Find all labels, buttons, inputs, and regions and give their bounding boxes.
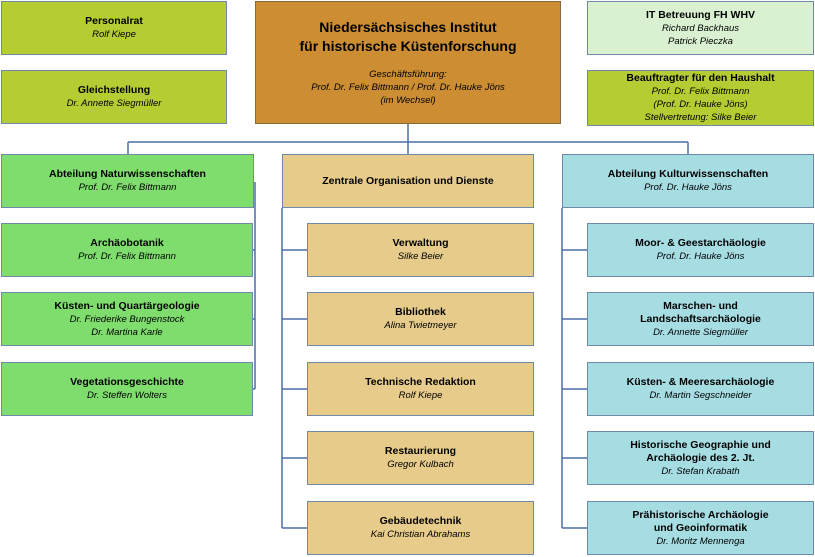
box-dept-zentrale: Zentrale Organisation und Dienste — [282, 154, 534, 208]
unit-historische-geographie: Historische Geographie und Archäologie d… — [587, 431, 814, 485]
gleichstellung-title: Gleichstellung — [77, 84, 151, 96]
institute-persons: Prof. Dr. Felix Bittmann / Prof. Dr. Hau… — [311, 82, 505, 93]
unit-person: Prof. Dr. Felix Bittmann — [78, 251, 176, 262]
unit-title: Vegetationsgeschichte — [70, 376, 184, 388]
unit-title: Küsten- und Quartärgeologie — [54, 299, 200, 312]
unit-gebaeudetechnik: Gebäudetechnik Kai Christian Abrahams — [307, 501, 534, 555]
unit-kuesten-quartaergeologie: Küsten- und Quartärgeologie Dr. Friederi… — [1, 292, 253, 346]
it-title: IT Betreuung FH WHV — [645, 8, 756, 21]
unit-person: Dr. Friederike Bungenstock Dr. Martina K… — [69, 313, 185, 338]
personalrat-person: Rolf Kiepe — [92, 29, 136, 40]
unit-praehistorische-archaeologie: Prähistorische Archäologie und Geoinform… — [587, 501, 814, 555]
dept-person: Prof. Dr. Hauke Jöns — [644, 182, 732, 193]
unit-verwaltung: Verwaltung Silke Beier — [307, 223, 534, 277]
unit-moor-geestarchaeologie: Moor- & Geestarchäologie Prof. Dr. Hauke… — [587, 223, 814, 277]
unit-person: Dr. Annette Siegmüller — [653, 326, 748, 338]
unit-person: Prof. Dr. Hauke Jöns — [656, 251, 745, 262]
unit-title: Archäobotanik — [90, 237, 164, 249]
box-dept-naturwissenschaften: Abteilung Naturwissenschaften Prof. Dr. … — [1, 154, 254, 208]
unit-title: Gebäudetechnik — [379, 515, 462, 527]
unit-title: Küsten- & Meeresarchäologie — [626, 376, 775, 388]
unit-person: Kai Christian Abrahams — [370, 529, 471, 540]
dept-person: Prof. Dr. Felix Bittmann — [78, 182, 177, 193]
unit-title: Marschen- und Landschaftsarchäologie — [640, 299, 761, 325]
institute-note: (im Wechsel) — [380, 95, 436, 106]
unit-person: Dr. Stefan Krabath — [661, 465, 740, 477]
unit-person: Dr. Moritz Mennenga — [656, 535, 745, 547]
unit-title: Historische Geographie und Archäologie d… — [630, 438, 771, 464]
unit-person: Dr. Martin Segschneider — [649, 390, 752, 401]
box-it-betreuung: IT Betreuung FH WHV Richard Backhaus Pat… — [587, 1, 814, 55]
unit-title: Moor- & Geestarchäologie — [635, 237, 766, 249]
unit-kuesten-meeresarchaeologie: Küsten- & Meeresarchäologie Dr. Martin S… — [587, 362, 814, 416]
unit-person: Alina Twietmeyer — [384, 320, 457, 331]
it-persons: Richard Backhaus Patrick Pieczka — [661, 22, 740, 47]
unit-title: Verwaltung — [392, 237, 449, 249]
personalrat-title: Personalrat — [85, 15, 143, 27]
unit-technische-redaktion: Technische Redaktion Rolf Kiepe — [307, 362, 534, 416]
institute-label: Geschäftsführung: — [369, 69, 447, 80]
unit-person: Gregor Kulbach — [387, 459, 454, 470]
unit-archaeobotanik: Archäobotanik Prof. Dr. Felix Bittmann — [1, 223, 253, 277]
unit-person: Dr. Steffen Wolters — [87, 390, 167, 401]
dept-title: Abteilung Naturwissenschaften — [49, 168, 206, 180]
unit-title: Prähistorische Archäologie und Geoinform… — [632, 508, 769, 534]
unit-restaurierung: Restaurierung Gregor Kulbach — [307, 431, 534, 485]
unit-title: Technische Redaktion — [365, 376, 476, 388]
haushalt-title: Beauftragter für den Haushalt — [626, 72, 775, 84]
haushalt-persons: Prof. Dr. Felix Bittmann (Prof. Dr. Hauk… — [644, 86, 757, 123]
institute-title: Niedersächsisches Institut für historisc… — [299, 19, 517, 54]
unit-person: Silke Beier — [397, 251, 444, 262]
unit-person: Rolf Kiepe — [398, 390, 443, 401]
box-gleichstellung: Gleichstellung Dr. Annette Siegmüller — [1, 70, 227, 124]
unit-title: Restaurierung — [384, 445, 457, 457]
unit-marschen-landschaftsarchaeologie: Marschen- und Landschaftsarchäologie Dr.… — [587, 292, 814, 346]
unit-vegetationsgeschichte: Vegetationsgeschichte Dr. Steffen Wolter… — [1, 362, 253, 416]
dept-title: Zentrale Organisation und Dienste — [322, 174, 494, 187]
unit-title: Bibliothek — [395, 306, 446, 318]
unit-bibliothek: Bibliothek Alina Twietmeyer — [307, 292, 534, 346]
box-haushalt: Beauftragter für den Haushalt Prof. Dr. … — [587, 70, 814, 126]
box-institute: Niedersächsisches Institut für historisc… — [255, 1, 561, 124]
gleichstellung-person: Dr. Annette Siegmüller — [66, 98, 162, 109]
dept-title: Abteilung Kulturwissenschaften — [607, 168, 769, 180]
box-dept-kulturwissenschaften: Abteilung Kulturwissenschaften Prof. Dr.… — [562, 154, 814, 208]
box-personalrat: Personalrat Rolf Kiepe — [1, 1, 227, 55]
